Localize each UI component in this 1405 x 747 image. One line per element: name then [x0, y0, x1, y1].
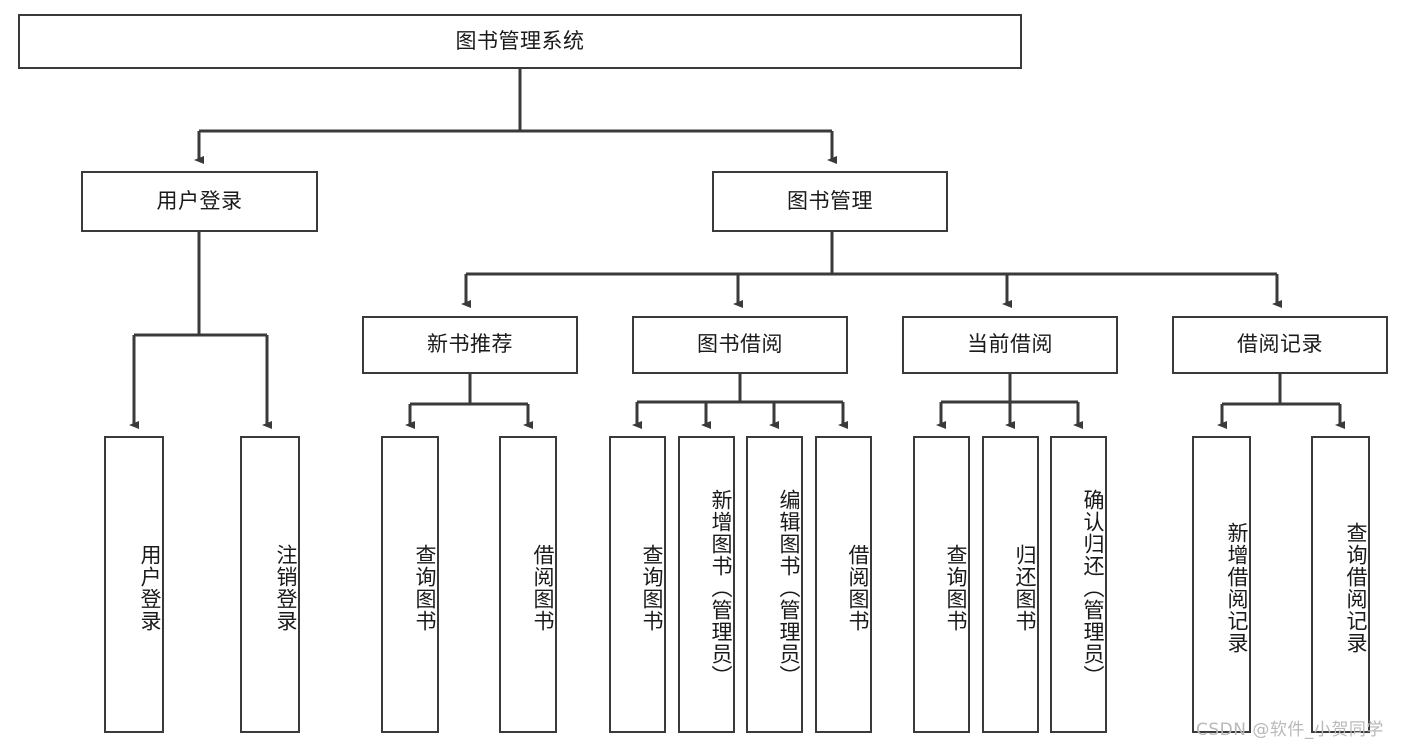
node-current-borrow[interactable]: 当前借阅	[902, 316, 1118, 374]
leaf-current-borrow-return[interactable]: 归还图书	[982, 436, 1039, 733]
node-label: 查询图书	[944, 543, 968, 632]
node-label: 新书推荐	[427, 332, 513, 357]
node-label: 归还图书	[1013, 543, 1037, 632]
node-label: 编辑图书（管理员）	[777, 488, 801, 687]
node-label: 用户登录	[156, 188, 243, 213]
leaf-book-borrow-edit[interactable]: 编辑图书（管理员）	[746, 436, 803, 733]
leaf-borrow-record-add[interactable]: 新增借阅记录	[1192, 436, 1251, 733]
node-user-login[interactable]: 用户登录	[81, 171, 318, 232]
node-label: 确认归还（管理员）	[1081, 488, 1105, 687]
node-label: 借阅记录	[1237, 332, 1323, 357]
node-label: 查询图书	[640, 543, 664, 632]
node-label: 图书管理系统	[455, 28, 585, 53]
leaf-new-book-query[interactable]: 查询图书	[381, 436, 439, 733]
leaf-book-borrow-query[interactable]: 查询图书	[609, 436, 666, 733]
node-root-book-management-system[interactable]: 图书管理系统	[18, 14, 1022, 69]
leaf-current-borrow-confirm-return[interactable]: 确认归还（管理员）	[1050, 436, 1107, 733]
node-label: 当前借阅	[967, 332, 1053, 357]
node-label: 借阅图书	[531, 543, 555, 632]
node-label: 新增借阅记录	[1225, 521, 1249, 654]
node-label: 图书管理	[787, 188, 873, 213]
leaf-new-book-borrow[interactable]: 借阅图书	[499, 436, 557, 733]
node-label: 用户登录	[138, 543, 162, 632]
leaf-current-borrow-query[interactable]: 查询图书	[913, 436, 970, 733]
node-label: 借阅图书	[846, 543, 870, 632]
leaf-user-login-login[interactable]: 用户登录	[104, 436, 164, 733]
leaf-user-login-logout[interactable]: 注销登录	[240, 436, 300, 733]
node-label: 查询图书	[413, 543, 437, 632]
node-label: 图书借阅	[697, 332, 783, 357]
node-borrow-record[interactable]: 借阅记录	[1172, 316, 1388, 374]
node-book-management[interactable]: 图书管理	[712, 171, 948, 232]
node-label: 查询借阅记录	[1344, 521, 1368, 654]
leaf-borrow-record-query[interactable]: 查询借阅记录	[1311, 436, 1370, 733]
node-new-book-recommend[interactable]: 新书推荐	[362, 316, 578, 374]
node-label: 注销登录	[274, 543, 298, 632]
leaf-book-borrow-add[interactable]: 新增图书（管理员）	[678, 436, 735, 733]
leaf-book-borrow-borrow[interactable]: 借阅图书	[815, 436, 872, 733]
node-book-borrow[interactable]: 图书借阅	[632, 316, 848, 374]
csdn-watermark: CSDN @软件_小贺同学	[1196, 720, 1384, 740]
node-label: 新增图书（管理员）	[709, 488, 733, 687]
